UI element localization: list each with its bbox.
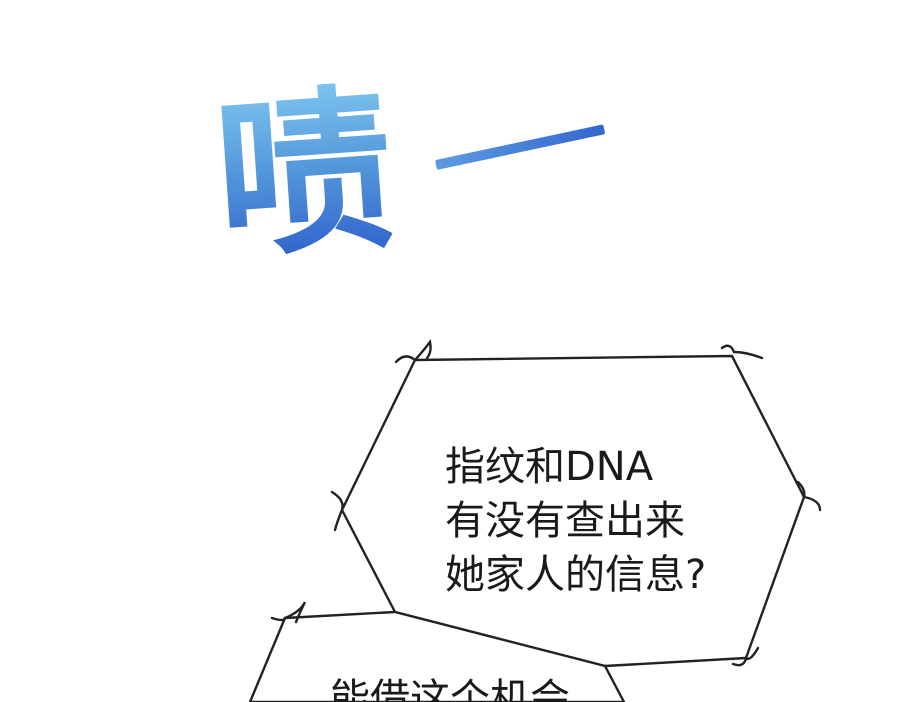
speech-bubble-1-ticks xyxy=(330,339,822,667)
speech-bubble-2-text: 能借这个机会 xyxy=(330,672,570,702)
speech-bubble-2-outline xyxy=(248,610,626,702)
speech-line: 能借这个机会 xyxy=(330,676,570,702)
speech-line: 她家人的信息? xyxy=(445,552,707,598)
speech-bubble-1-text: 指纹和DNA 有没有查出来 她家人的信息? xyxy=(445,440,706,602)
speech-line: 指纹和DNA xyxy=(445,444,654,490)
speech-line: 有没有查出来 xyxy=(445,498,685,544)
speech-bubble-1-outline xyxy=(340,354,806,668)
speech-bubble-2-ticks xyxy=(270,601,307,624)
